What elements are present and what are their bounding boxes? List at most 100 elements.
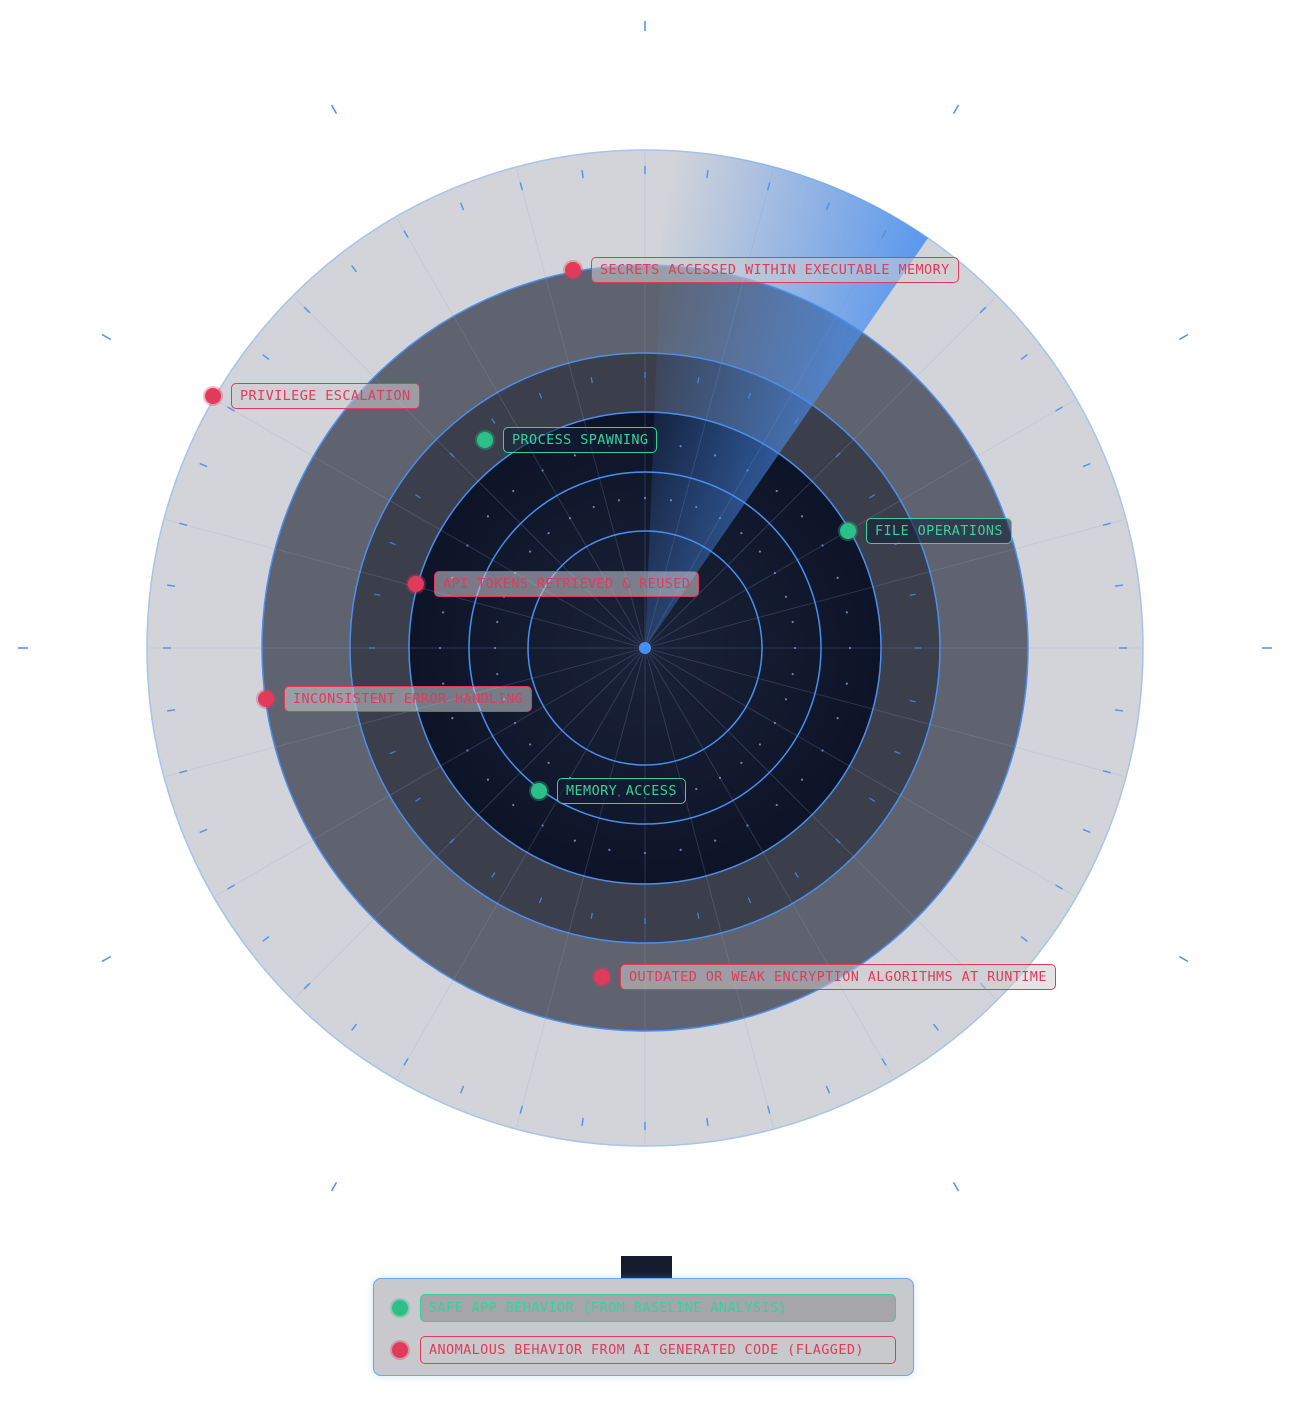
radar-grid-dot: [592, 505, 595, 509]
radar-grid-dot: [512, 803, 515, 807]
radar-spoke: [516, 647, 646, 1128]
radar-tick: [979, 306, 987, 314]
behavior-api[interactable]: API TOKENS RETRIEVED & REUSED: [408, 571, 700, 597]
behavior-process[interactable]: PROCESS SPAWNING: [477, 427, 658, 453]
radar-tick: [179, 769, 188, 774]
radar-outer-tick: [101, 955, 112, 963]
legend-item-safe: SAFE APP BEHAVIOR (FROM BASELINE ANALYSI…: [392, 1294, 896, 1322]
radar-spoke: [396, 647, 646, 1078]
radar-grid-dot: [573, 454, 576, 457]
radar-grid-dot: [608, 848, 611, 851]
radar-grid-dot: [784, 698, 788, 701]
flagged-dot-icon: [594, 969, 610, 985]
radar-tick: [459, 202, 465, 211]
radar-mid-tick: [389, 541, 396, 546]
radar-mid-tick: [389, 750, 396, 755]
radar-grid-dot: [466, 544, 469, 547]
flagged-dot-icon: [258, 691, 274, 707]
radar-mid-tick: [415, 797, 421, 802]
radar-outer-tick: [952, 1181, 960, 1192]
radar-spokes: [149, 152, 1141, 1144]
radar-mid-tick: [415, 494, 421, 499]
ring-2: [527, 530, 763, 766]
radar-tick: [350, 265, 358, 273]
radar-center-dot: [639, 642, 651, 654]
radar-tick: [459, 1085, 465, 1094]
radar-grid-dot: [791, 620, 794, 624]
radar-mid-tick: [869, 494, 875, 499]
behavior-secrets[interactable]: SECRETS ACCESSED WITHIN EXECUTABLE MEMOR…: [565, 257, 959, 283]
radar-grid-dot: [784, 595, 788, 598]
radar-tick: [1020, 353, 1028, 361]
radar-tick: [1082, 828, 1091, 834]
behavior-file[interactable]: FILE OPERATIONS: [840, 518, 1012, 544]
radar-spoke: [165, 647, 646, 777]
radar-grid-dot: [845, 682, 848, 685]
radar-spoke: [644, 647, 1125, 777]
radar-grid-dot: [547, 531, 550, 535]
radar-tick: [199, 462, 208, 468]
legend-flagged-label: ANOMALOUS BEHAVIOR FROM AI GENERATED COD…: [420, 1336, 896, 1364]
behavior-encryption[interactable]: OUTDATED OR WEAK ENCRYPTION ALGORITHMS A…: [594, 964, 1056, 990]
radar-tick: [825, 1085, 831, 1094]
radar-grid-dot: [617, 499, 621, 502]
radar-spoke: [644, 647, 894, 1078]
flagged-dot-icon: [565, 262, 581, 278]
radar-tick: [581, 170, 584, 179]
radar-grid-dot: [800, 515, 804, 518]
radar-mid-tick: [909, 700, 916, 703]
radar-outer-tick: [1178, 955, 1189, 963]
behavior-label: OUTDATED OR WEAK ENCRYPTION ALGORITHMS A…: [620, 964, 1056, 990]
radar-tick: [581, 1117, 584, 1126]
radar-tick: [1114, 584, 1123, 587]
radar-mid-tick: [835, 838, 841, 844]
radar-spoke: [644, 647, 997, 1000]
behavior-privilege[interactable]: PRIVILEGE ESCALATION: [205, 383, 420, 409]
behavior-label: FILE OPERATIONS: [866, 518, 1012, 544]
radar-grid-dot: [775, 489, 778, 493]
behavior-error[interactable]: INCONSISTENT ERROR HANDLING: [258, 686, 533, 712]
radar-grid-dot: [496, 620, 499, 624]
behavior-memory[interactable]: MEMORY ACCESS: [531, 778, 686, 804]
radar-grid-dot: [695, 787, 698, 791]
behavior-label: SECRETS ACCESSED WITHIN EXECUTABLE MEMOR…: [591, 257, 959, 283]
radar-grid-dot: [466, 749, 469, 752]
radar-tick: [199, 828, 208, 834]
radar-grid-dot: [848, 646, 852, 650]
safe-dot-icon: [477, 432, 493, 448]
radar-grid-dot: [486, 778, 490, 781]
radar-grid-dot: [493, 646, 497, 650]
radar-mid-tick: [449, 838, 455, 844]
radar-tick: [262, 935, 270, 943]
radar-mid-tick: [909, 593, 916, 596]
radar-grid-dot: [513, 721, 517, 725]
radar-mid-tick: [449, 452, 455, 458]
radar-spoke: [293, 647, 646, 1000]
radar-grid-dot: [438, 646, 442, 650]
radar-grid-dot: [714, 839, 717, 842]
radar-outer-tick: [1178, 333, 1189, 341]
radar-grid-dot: [821, 544, 824, 547]
radar-tick: [519, 1105, 524, 1114]
radar-spoke: [644, 647, 1075, 897]
radar-grid-dot: [793, 646, 797, 650]
radar-mid-tick: [835, 452, 841, 458]
radar-mid-tick: [538, 392, 543, 399]
radar-tick: [1082, 462, 1091, 468]
radar-grid-dot: [643, 496, 647, 500]
radar-tick: [167, 584, 176, 587]
radar-tick: [303, 306, 311, 314]
radar-grid-dot: [718, 776, 722, 780]
radar-tick: [403, 230, 409, 238]
radar-grid-dot: [541, 824, 544, 827]
flagged-dot-icon: [392, 1342, 408, 1358]
radar-mid-tick: [894, 750, 901, 755]
radar-tick: [262, 353, 270, 361]
radar-grid-dot: [773, 721, 777, 725]
radar-outer-tick: [101, 333, 112, 341]
radar-grid-dot: [541, 469, 544, 472]
radar-mid-tick: [697, 912, 700, 919]
radar-spoke: [644, 399, 1075, 649]
radar-tick: [403, 1058, 409, 1066]
